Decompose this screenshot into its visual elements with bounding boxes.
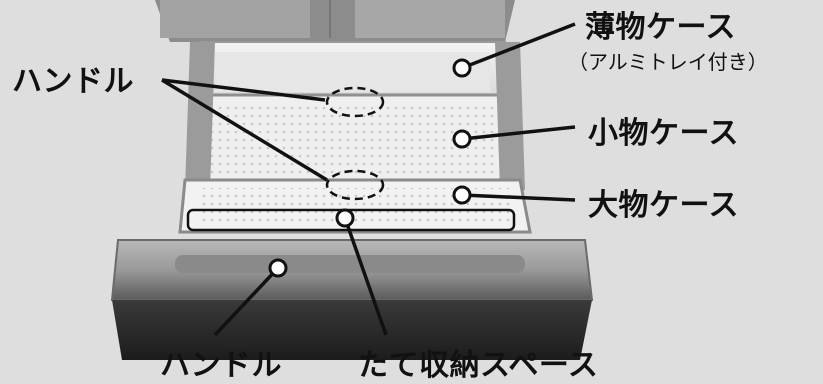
left-wall [185,42,215,190]
large-case [178,178,532,234]
handle-top-label: ハンドル [12,64,134,99]
leader-vertical-space [343,217,388,336]
leader-handle-top-a [161,78,326,102]
handle-mid-marker [325,169,385,201]
handle-bottom-label: ハンドル [160,348,282,383]
leader-thin-case [461,22,576,70]
leader-small-case [461,125,576,141]
leader-handle-bottom [213,266,280,337]
leader-dots [268,58,472,278]
upper-cabinet [155,0,515,42]
large-case-label: 大物ケース [588,188,739,223]
thin-case-label: 薄物ケース [585,10,736,45]
leader-lines [161,22,576,337]
vertical-space-label: たて収納スペース [358,348,599,383]
leader-handle-top-b [161,78,328,182]
thin-case-note: （アルミトレイ付き） [568,50,768,74]
handle-top-marker [325,86,385,118]
right-wall [495,42,525,190]
leader-large-case [461,193,576,202]
small-case-label: 小物ケース [588,116,739,151]
